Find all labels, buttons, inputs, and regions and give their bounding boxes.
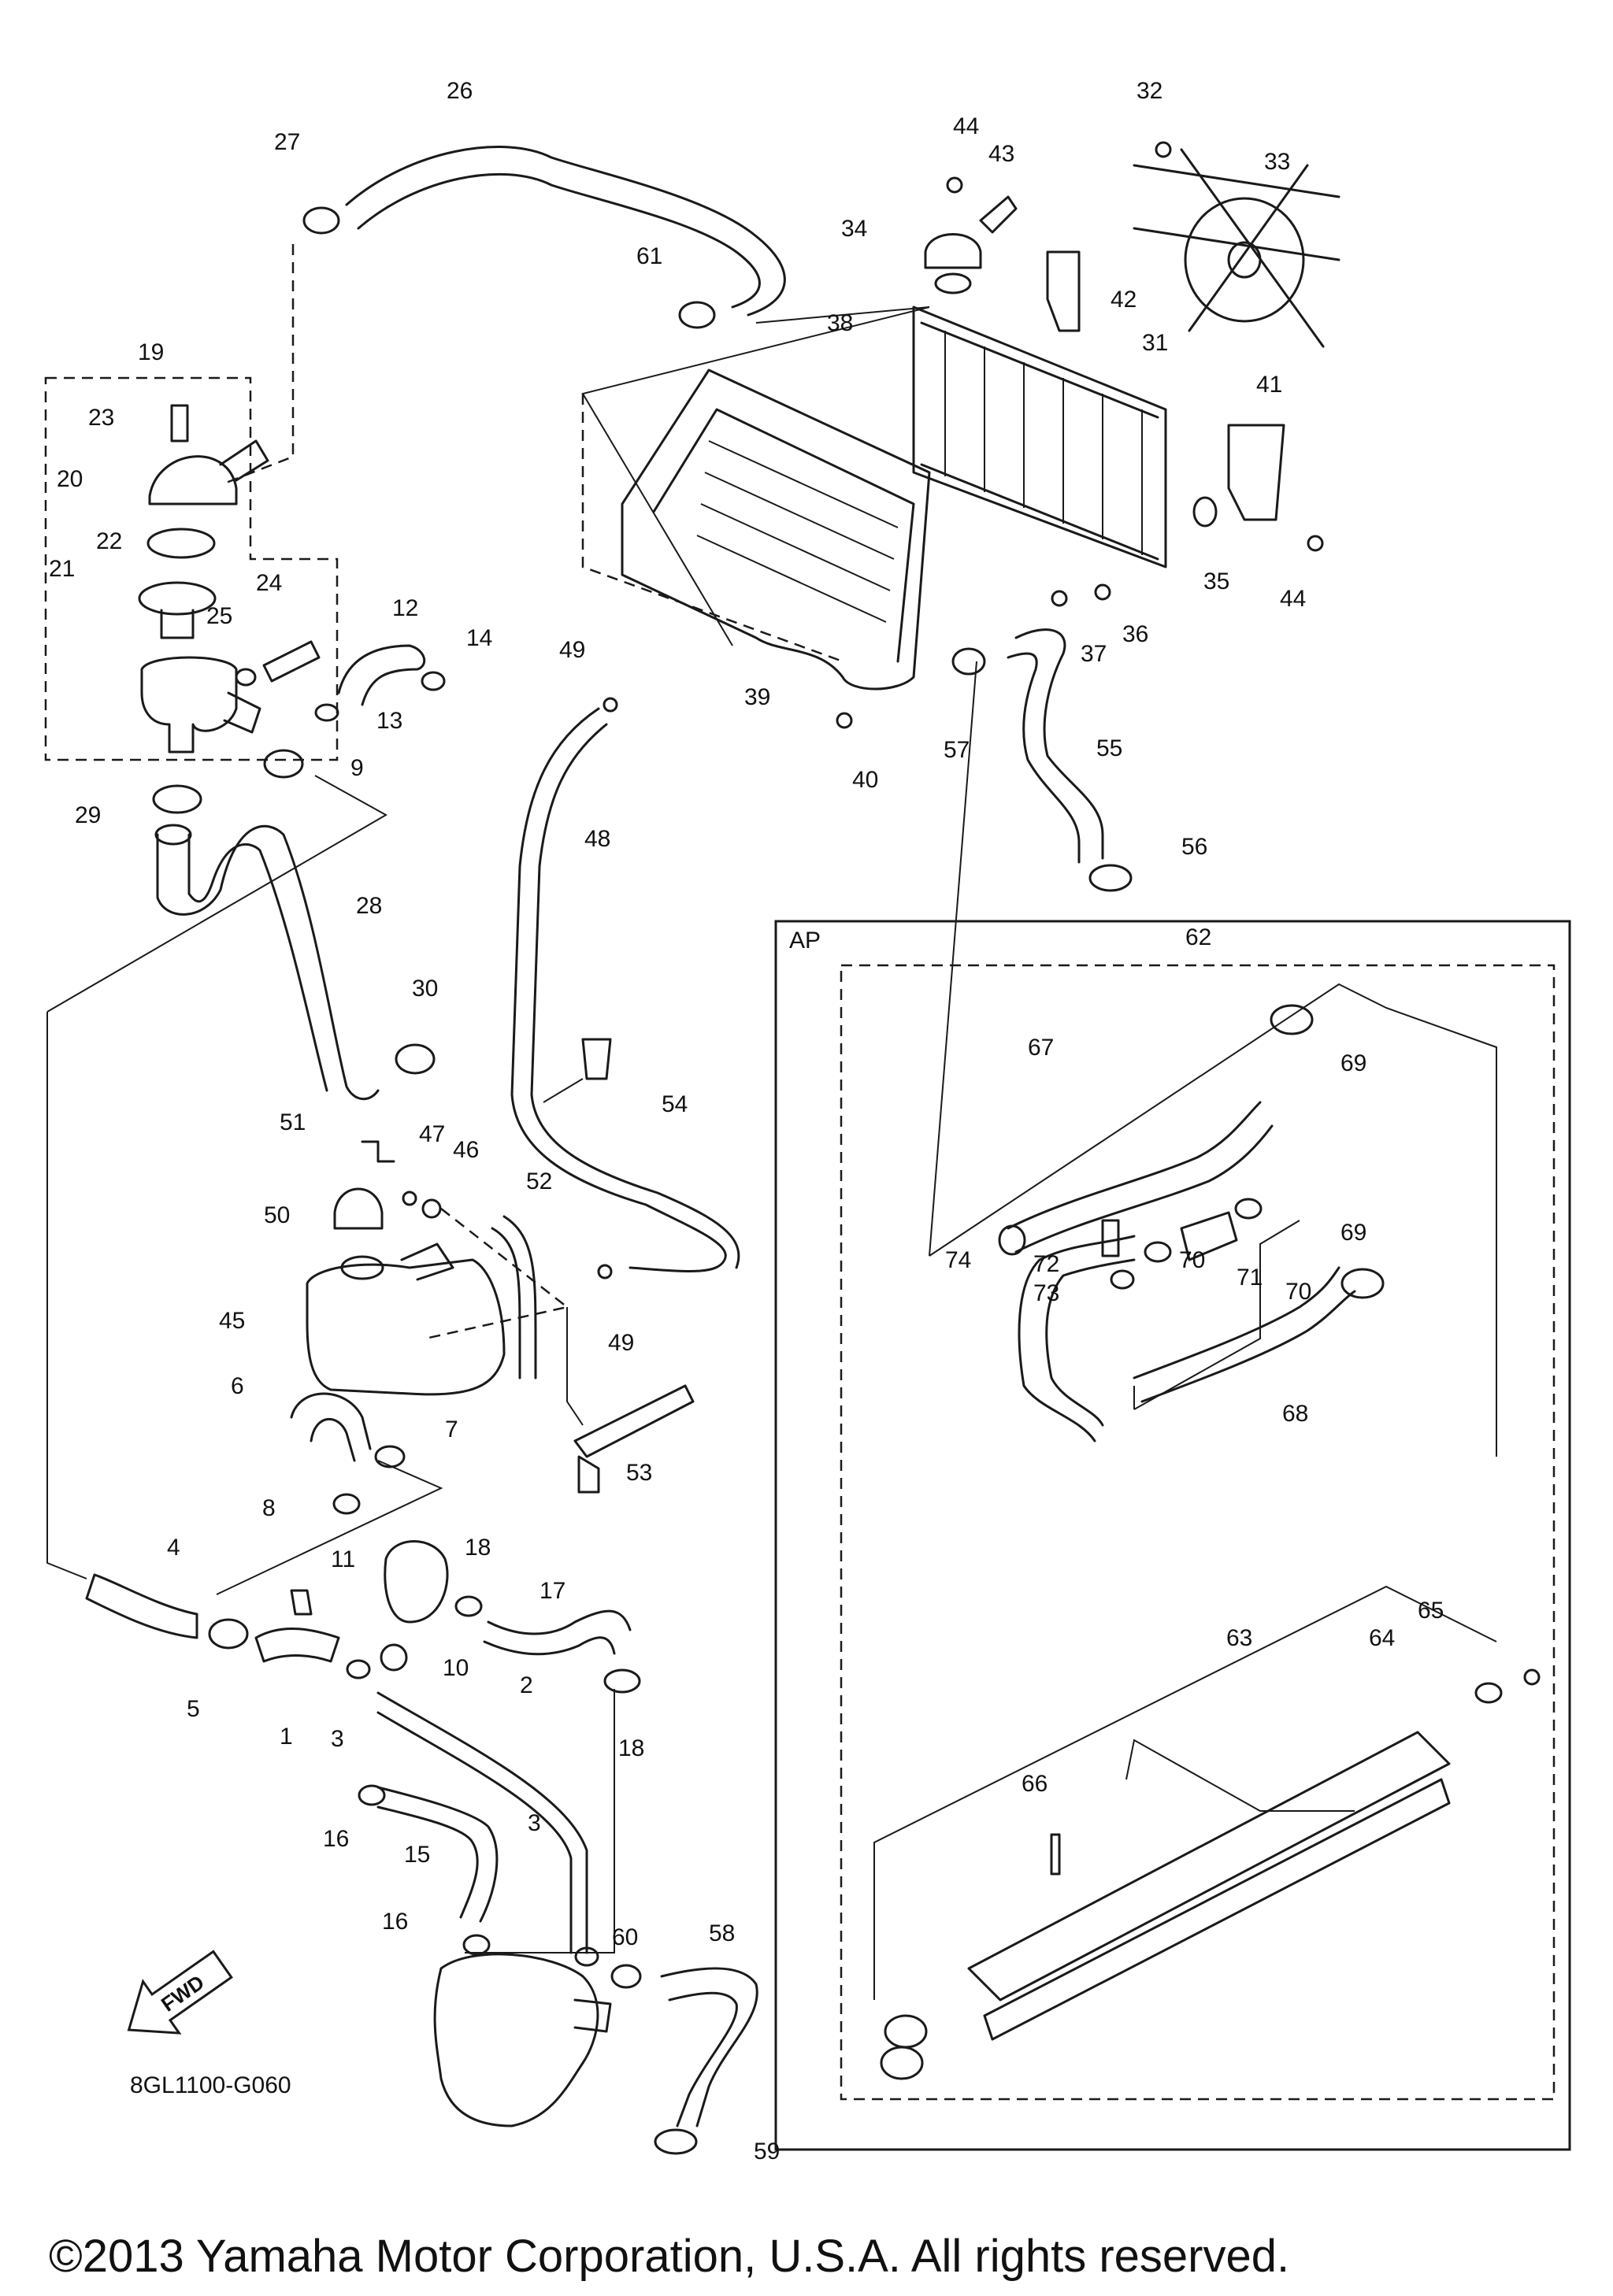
callout-6: 6 [231, 1373, 244, 1399]
callout-5: 5 [187, 1696, 200, 1722]
callout-25: 25 [206, 603, 232, 629]
callout-31: 31 [1142, 330, 1168, 356]
callout-9: 9 [350, 755, 364, 781]
callout-49a: 49 [559, 637, 585, 663]
callout-51: 51 [280, 1109, 306, 1135]
callout-53: 53 [626, 1460, 652, 1486]
callout-61: 61 [636, 243, 662, 269]
callout-68: 68 [1282, 1401, 1308, 1427]
callout-34: 34 [841, 216, 867, 242]
diagram-code: 8GL1100-G060 [130, 2072, 291, 2098]
callout-46: 46 [453, 1137, 479, 1163]
fwd-arrow: FWD [127, 1950, 233, 2035]
callout-44b: 44 [1280, 586, 1306, 612]
callout-39: 39 [744, 684, 770, 710]
callout-50: 50 [264, 1202, 290, 1228]
callout-43: 43 [988, 141, 1014, 167]
callout-23: 23 [88, 405, 114, 431]
callout-17: 17 [540, 1578, 565, 1604]
callout-73: 73 [1033, 1280, 1059, 1306]
callout-70b: 70 [1179, 1247, 1205, 1273]
callout-3b: 3 [528, 1810, 541, 1836]
callout-3a: 3 [331, 1726, 344, 1752]
callout-69b: 69 [1340, 1220, 1366, 1246]
callout-71: 71 [1237, 1265, 1263, 1291]
callout-16b: 16 [382, 1909, 408, 1935]
callout-49b: 49 [608, 1330, 634, 1356]
callout-13: 13 [376, 708, 402, 734]
callout-45: 45 [219, 1308, 245, 1334]
callout-18a: 18 [465, 1535, 491, 1561]
callout-26: 26 [447, 78, 473, 104]
ap-label: AP [789, 928, 821, 954]
callout-30: 30 [412, 976, 438, 1002]
callout-8: 8 [262, 1495, 276, 1521]
callout-47: 47 [419, 1121, 445, 1147]
callout-18b: 18 [618, 1735, 644, 1761]
callout-35: 35 [1203, 568, 1229, 594]
callout-labels: 1 2 3 3 4 5 6 7 8 9 10 11 12 13 14 15 16… [49, 78, 1444, 2165]
callout-48: 48 [584, 826, 610, 852]
callout-65: 65 [1418, 1598, 1444, 1624]
callout-72: 72 [1033, 1251, 1059, 1277]
callout-29: 29 [75, 802, 101, 828]
callout-20: 20 [57, 466, 83, 492]
callout-21: 21 [49, 556, 75, 582]
callout-52: 52 [526, 1168, 552, 1194]
callout-12: 12 [392, 595, 418, 621]
callout-28: 28 [356, 893, 382, 919]
callout-15: 15 [404, 1842, 430, 1868]
callout-62: 62 [1185, 924, 1211, 950]
callout-63: 63 [1226, 1625, 1252, 1651]
callout-60: 60 [612, 1924, 638, 1950]
callout-55: 55 [1096, 735, 1122, 761]
callout-40: 40 [852, 767, 878, 793]
callout-7: 7 [445, 1416, 458, 1442]
callout-57: 57 [944, 737, 970, 763]
callout-14: 14 [466, 625, 492, 651]
callout-67: 67 [1028, 1035, 1054, 1061]
callout-66: 66 [1022, 1771, 1048, 1797]
callout-27: 27 [274, 129, 300, 155]
callout-37: 37 [1081, 641, 1107, 667]
callout-36: 36 [1122, 621, 1148, 647]
callout-69a: 69 [1340, 1050, 1366, 1076]
callout-22: 22 [96, 528, 122, 554]
callout-16a: 16 [323, 1826, 349, 1852]
leader-lines [46, 244, 1497, 2000]
callout-24: 24 [256, 570, 282, 596]
callout-2: 2 [520, 1672, 533, 1698]
callout-42: 42 [1111, 287, 1137, 313]
callout-58: 58 [709, 1920, 735, 1946]
callout-32: 32 [1137, 78, 1162, 104]
callout-10: 10 [443, 1655, 469, 1681]
callout-54: 54 [662, 1091, 688, 1117]
callout-38: 38 [827, 310, 853, 336]
parts-linework [44, 141, 1541, 2155]
callout-56: 56 [1181, 834, 1207, 860]
callout-4: 4 [167, 1535, 180, 1561]
ap-option-box: AP [774, 920, 1571, 2151]
callout-33: 33 [1264, 149, 1290, 175]
copyright-notice: ©2013 Yamaha Motor Corporation, U.S.A. A… [49, 2231, 1289, 2282]
callout-1: 1 [280, 1724, 293, 1750]
callout-19: 19 [138, 339, 164, 365]
callout-64: 64 [1369, 1625, 1395, 1651]
callout-70a: 70 [1285, 1279, 1311, 1305]
callout-59: 59 [754, 2139, 780, 2165]
callout-11: 11 [331, 1546, 355, 1572]
callout-74: 74 [945, 1247, 971, 1273]
callout-41: 41 [1256, 372, 1282, 398]
callout-44a: 44 [953, 113, 979, 139]
